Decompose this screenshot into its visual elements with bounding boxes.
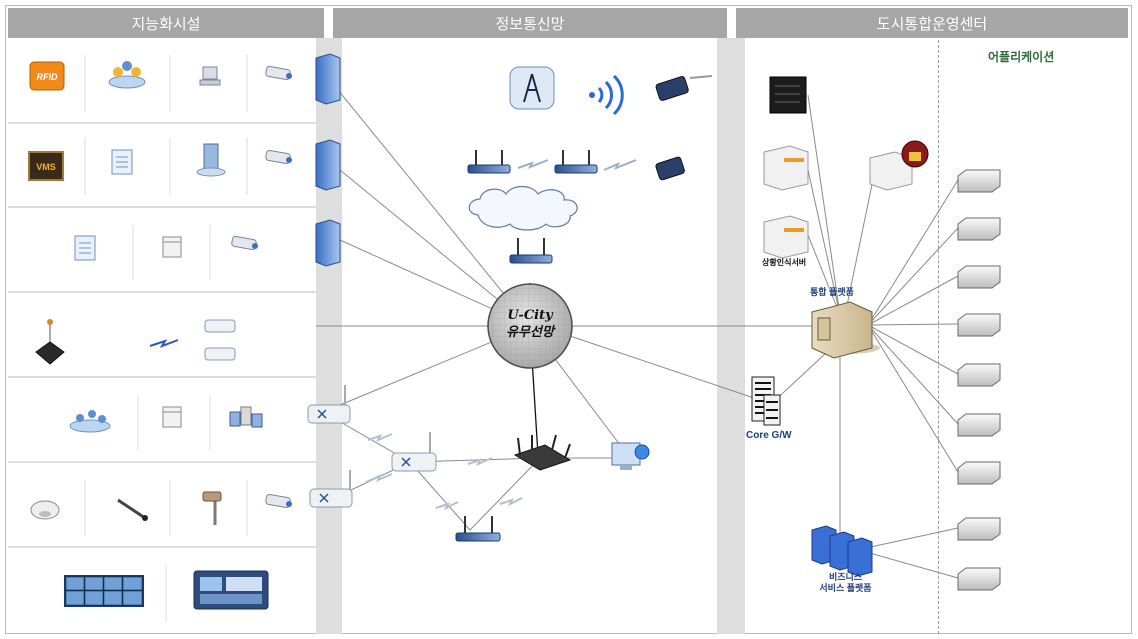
application-box-icon <box>957 461 1001 485</box>
integrated-platform-server-icon <box>811 301 880 359</box>
diagram-frame <box>5 5 1132 634</box>
core-gateway-icon <box>751 376 781 426</box>
edge-server-icon-3 <box>315 219 341 267</box>
sensor-box-icon <box>204 319 236 361</box>
application-separator <box>938 40 939 634</box>
wifi-signal-icon <box>589 74 624 116</box>
mesh-router-icon-3 <box>391 432 437 472</box>
u-city-hub <box>487 283 573 369</box>
storage-icon <box>229 406 263 428</box>
server-icon-1 <box>763 145 809 191</box>
applications-label: 어플리케이션 <box>988 50 1055 64</box>
sensor-network-icon-2 <box>69 410 111 433</box>
application-box-icon <box>957 567 1001 591</box>
edge-server-icon-1 <box>315 53 341 105</box>
section-title-facilities: 지능화시설 <box>131 14 201 33</box>
document-icon-2 <box>74 235 96 261</box>
divider-band-left <box>316 38 342 634</box>
wireless-link-icon-2 <box>517 159 549 169</box>
control-panel-icon <box>193 570 269 610</box>
application-box-icon <box>957 217 1001 241</box>
application-box-icon <box>957 265 1001 289</box>
integrated-platform-label: 통합 플랫폼 <box>810 287 854 297</box>
facility-grid-cells <box>84 55 248 622</box>
rfid-icon: RFID <box>29 61 65 91</box>
cctv-camera-icon-2 <box>265 149 292 165</box>
hub-label-line2: 유무선망 <box>506 325 554 340</box>
application-box-icon <box>957 363 1001 387</box>
facility-grid <box>8 122 316 548</box>
application-box-icon <box>957 169 1001 193</box>
access-point-icon-3 <box>509 238 553 264</box>
cell-tower-icon <box>509 66 555 110</box>
wireless-link-icon-3 <box>603 159 637 171</box>
vms-icon: VMS <box>28 151 64 181</box>
business-platform-label: 비즈니스 서비스 플랫폼 <box>808 572 883 594</box>
section-title-network: 정보통신망 <box>495 14 565 33</box>
cctv-camera-icon-4 <box>265 493 292 509</box>
section-header-operations: 도시통합운영센터 <box>736 8 1128 38</box>
application-box-icon <box>957 517 1001 541</box>
business-platform-servers-icon <box>811 525 873 577</box>
application-box-icon <box>957 413 1001 437</box>
application-box-icon <box>957 313 1001 337</box>
hub-label-line1: U-City <box>507 308 553 323</box>
access-point-icon-4 <box>455 516 501 542</box>
pda-device-icon <box>655 75 713 101</box>
section-header-facilities: 지능화시설 <box>8 8 324 38</box>
mesh-router-icon-2 <box>309 470 353 508</box>
vms-badge-text: VMS <box>36 162 56 172</box>
recognition-server-icon <box>763 215 809 259</box>
hub-label: U-City 유무선망 <box>470 307 590 341</box>
calendar-icon-2 <box>162 406 182 428</box>
core-gw-label: Core G/W <box>746 430 792 441</box>
monitor-globe-icon <box>611 442 650 470</box>
pole-camera-icon <box>202 491 222 525</box>
wireless-link-icon-4 <box>365 433 523 511</box>
recognition-server-label: 상황인식서버 <box>762 258 807 267</box>
sensor-network-icon <box>108 61 146 89</box>
document-icon <box>111 149 133 175</box>
business-platform-label-line1: 비즈니스 <box>828 572 863 582</box>
business-platform-label-line2: 서비스 플랫폼 <box>819 583 872 593</box>
wireless-link-icon <box>149 339 179 348</box>
dome-camera-icon <box>30 500 60 520</box>
section-header-network: 정보통신망 <box>333 8 727 38</box>
wireless-router-icon <box>513 434 572 471</box>
computer-icon <box>199 66 221 86</box>
application-boxes <box>957 169 1001 591</box>
secure-server-icon <box>869 140 929 191</box>
access-point-icon-2 <box>554 150 598 174</box>
mesh-router-icon-1 <box>307 385 351 424</box>
cctv-camera-icon-3 <box>231 235 258 251</box>
divider-band-right <box>717 38 745 634</box>
wireless-sensor-node-icon <box>35 319 65 365</box>
kiosk-icon <box>196 143 226 177</box>
barrier-sensor-icon <box>117 498 148 521</box>
pda-device-icon-2 <box>655 156 685 181</box>
cctv-camera-icon <box>265 65 292 81</box>
cloud-icon <box>468 185 578 231</box>
black-server-icon <box>769 76 807 114</box>
edge-server-icon-2 <box>315 139 341 191</box>
access-point-icon-1 <box>467 150 511 174</box>
rfid-badge-text: RFID <box>37 72 58 82</box>
video-wall-icon <box>64 575 144 607</box>
calendar-icon <box>162 236 182 258</box>
section-title-operations: 도시통합운영센터 <box>876 14 988 33</box>
